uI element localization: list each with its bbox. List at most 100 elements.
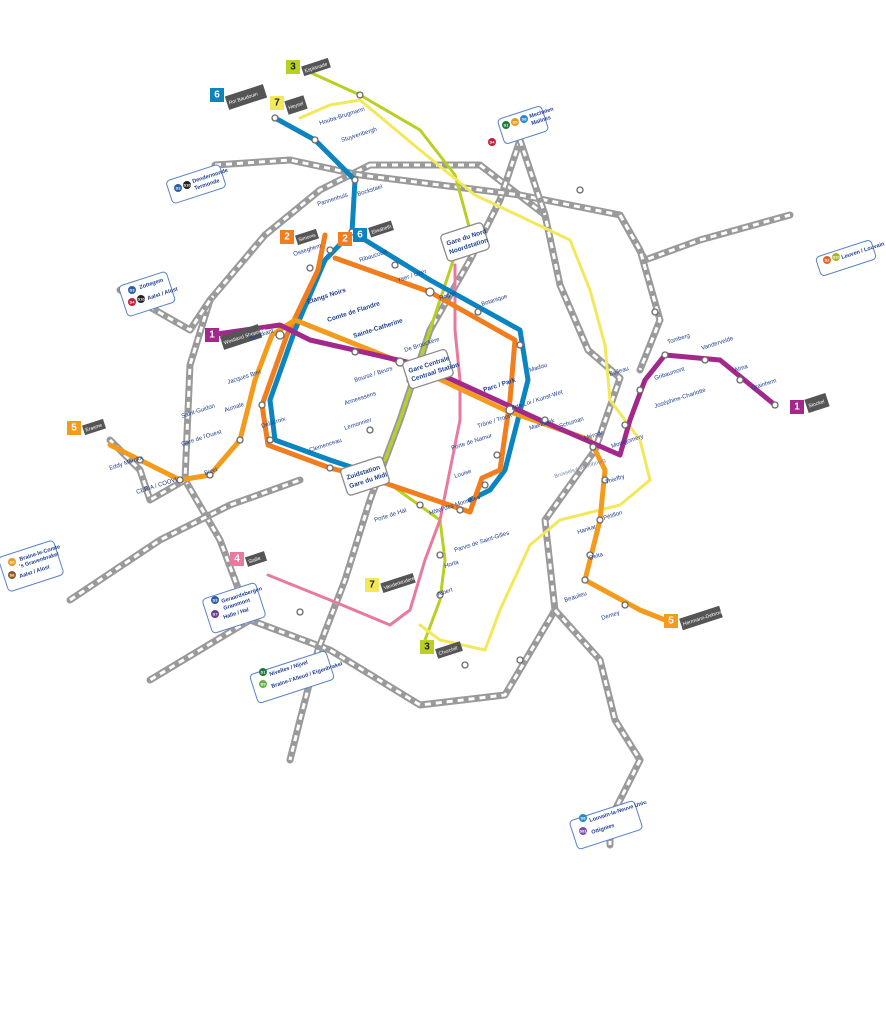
label-crainhem: Crainhem	[751, 378, 778, 392]
line-5-badge-west[interactable]: 5 Erasme	[67, 418, 107, 436]
station-dot[interactable]	[481, 481, 489, 489]
line-1-east-label: Stockel	[808, 399, 825, 410]
station-dot[interactable]	[576, 186, 584, 194]
callout-mechelen[interactable]: S1 S5 S8 Mechelen Malines	[497, 106, 555, 145]
callout-leuven[interactable]: S2 S20 Leuven / Louvain	[815, 240, 886, 277]
station-dot[interactable]	[661, 351, 669, 359]
station-dot[interactable]	[206, 471, 214, 479]
line-1-number: 1	[209, 330, 215, 341]
station-dot[interactable]	[589, 443, 597, 451]
code-s3-c: S3	[213, 598, 219, 603]
station-dot[interactable]	[461, 661, 469, 669]
line-5-badge-east[interactable]: 5 Herrmann-Debroux	[664, 605, 725, 631]
label-thieffry: Thieffry	[605, 474, 626, 486]
hub-centrale[interactable]: Gare Centrale Centraal Station	[402, 348, 460, 390]
label-beaulieu: Beaulieu	[564, 591, 588, 604]
station-dot[interactable]	[351, 176, 359, 184]
station-dot[interactable]	[581, 576, 589, 584]
station-dot[interactable]	[621, 601, 629, 609]
label-josephine-charlotte: Joséphine-Charlotte	[654, 387, 708, 410]
station-dot[interactable]	[636, 386, 644, 394]
station-dot[interactable]	[176, 476, 184, 484]
rail-callouts: S1 S5 S8 Mechelen Malines S4 S3 S10 Dend…	[0, 106, 886, 850]
station-dot[interactable]	[366, 426, 374, 434]
code-s5: S5	[513, 120, 519, 125]
code-s3-b: S3	[130, 288, 136, 293]
station-dot[interactable]	[351, 348, 359, 356]
label-stuyvenbergh: Stuyvenbergh	[341, 127, 378, 144]
station-dot[interactable]	[596, 516, 604, 524]
line-2-badge-simonis[interactable]: 2 Simonis	[280, 228, 320, 246]
station-dot[interactable]	[258, 401, 266, 409]
callout-braine-le-comte[interactable]: S5 S6 Braine-le-Comte 's Gravenbrakel Aa…	[0, 540, 64, 592]
station-dot[interactable]	[356, 91, 364, 99]
line-5-number: 5	[71, 423, 77, 434]
label-anneessens: Anneessens	[344, 391, 377, 407]
label-merode: Mérode	[584, 430, 606, 442]
line-4-terminal-label: Stalle	[248, 556, 262, 566]
label-comte-flandre: Comte de Flandre	[326, 300, 381, 324]
callout-geraardsbergen[interactable]: S3 S7 Geraardsbergen Grammont Halle / Ha…	[202, 582, 266, 634]
line-6-badge-north[interactable]: 6 Roi Baudouin	[210, 84, 268, 110]
station-dot[interactable]	[425, 287, 435, 297]
hub-nord[interactable]: Gare du Nord Noordstation	[440, 222, 490, 262]
station-dot[interactable]	[516, 341, 524, 349]
station-dot[interactable]	[296, 608, 304, 616]
label-hankar: Hankar	[577, 524, 597, 536]
station-dot[interactable]	[306, 264, 314, 272]
terminal-badges: 3 Esplanade 6 Roi Baudouin 7 Heysel 2 Si…	[67, 57, 830, 659]
station-dot[interactable]	[493, 451, 501, 459]
station-dot[interactable]	[266, 436, 274, 444]
label-vandervelde: Vandervelde	[701, 336, 735, 352]
station-dot[interactable]	[416, 501, 424, 509]
line-2-6-badge-elisabeth[interactable]: 2 6 Elisabeth	[338, 220, 394, 246]
callout-s4-marker[interactable]: S4	[488, 138, 496, 146]
line-7-badge-south[interactable]: 7 Vanderkindere	[365, 572, 416, 594]
line-2-terminal-label: Simonis	[298, 232, 317, 243]
label-aumale: Aumale	[224, 402, 246, 414]
station-dot[interactable]	[136, 456, 144, 464]
callout-dendermonde[interactable]: S3 S10 Dendermonde Termonde	[166, 164, 229, 204]
station-dot[interactable]	[474, 308, 482, 316]
callout-nivelles[interactable]: S1 S9 Nivelles / Nijvel Braine-l'Alleud …	[249, 650, 344, 704]
code-s1-b: S1	[261, 670, 267, 675]
line-2-number: 2	[284, 232, 290, 243]
station-dot[interactable]	[326, 464, 334, 472]
line-3-badge-esplanade[interactable]: 3 Esplanade	[286, 57, 331, 77]
line-1-badge-east[interactable]: 1 Stockel	[790, 392, 830, 414]
callout-zottegem[interactable]: S3 S4 S10 Zottegem Aalst / Alost	[118, 271, 179, 317]
hub-midi[interactable]: Zuidstation Gare du Midi	[340, 456, 390, 496]
station-dot[interactable]	[601, 476, 609, 484]
station-dot[interactable]	[391, 261, 399, 269]
code-s4-top: S4	[490, 140, 496, 145]
station-dot[interactable]	[456, 506, 464, 514]
station-dot[interactable]	[275, 330, 285, 340]
label-horta: Horta	[444, 559, 460, 569]
station-dot[interactable]	[701, 356, 709, 364]
label-ribaucourt: Ribaucourt	[359, 249, 389, 264]
code-s5-b: S5	[10, 560, 16, 565]
station-dot[interactable]	[311, 136, 319, 144]
station-dot[interactable]	[516, 656, 524, 664]
line-7-terminal-label: Heysel	[288, 101, 304, 111]
station-dot[interactable]	[541, 416, 549, 424]
station-dot[interactable]	[651, 308, 659, 316]
code-s7: S7	[213, 612, 219, 617]
station-dot[interactable]	[736, 376, 744, 384]
station-dot[interactable]	[586, 551, 594, 559]
label-bockstael: Bockstael	[357, 184, 384, 198]
station-dot[interactable]	[621, 421, 629, 429]
station-dot[interactable]	[236, 436, 244, 444]
station-dot[interactable]	[505, 405, 515, 415]
label-houba: Houba-Brugmann	[319, 107, 366, 127]
callout-mechelen-l2: Malines	[531, 115, 552, 127]
station-dot[interactable]	[436, 551, 444, 559]
line-7-badge-north[interactable]: 7 Heysel	[270, 95, 308, 115]
line-4-badge[interactable]: 4 Stalle	[230, 551, 268, 567]
station-dot[interactable]	[771, 401, 779, 409]
line-3-badge-south[interactable]: 3 Churchill	[420, 640, 463, 659]
station-dot[interactable]	[271, 114, 279, 122]
station-dot[interactable]	[326, 246, 334, 254]
station-dot[interactable]	[436, 591, 444, 599]
line-1-route	[207, 322, 778, 458]
